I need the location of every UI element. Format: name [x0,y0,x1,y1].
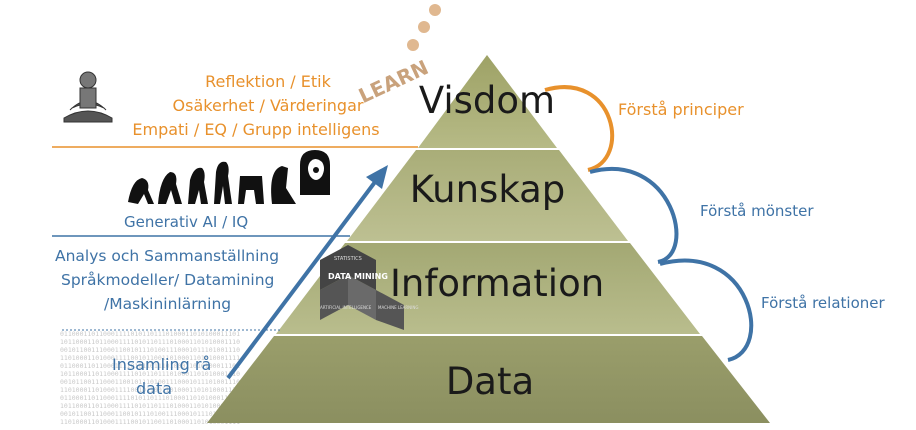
level-information: Information [390,262,605,305]
svg-text:011000110110001111010110111010: 0110001101100011110101101110100011010100… [60,362,240,370]
label-maskininlarning: /Maskininlärning [104,295,232,313]
svg-text:101100011011000111101011011101: 1011000110110001111010110111010001101010… [60,338,240,346]
label-insamling: Insamling rå [112,355,212,374]
label-forsta-monster: Förstå mönster [700,202,814,220]
tier-data [207,336,770,423]
arc-principer [544,85,615,172]
svg-text:001011001110001100101110100111: 0010110011100011001011101001110001011101… [60,346,240,354]
tier-visdom [418,55,557,148]
label-empati: Empati / EQ / Grupp intelligens [132,120,380,139]
binary-background: 0110001101100011110101101110100011010100… [60,330,240,426]
svg-text:001011001110001100101110100111: 0010110011100011001011101001110001011101… [60,410,240,418]
svg-text:011000110110001111010110111010: 0110001101100011110101101110100011010100… [60,394,240,402]
level-visdom: Visdom [418,79,556,122]
label-forsta-relationer: Förstå relationer [761,294,885,312]
buddha-icon [63,71,113,123]
label-reflektion: Reflektion / Etik [205,72,331,91]
data-mining-badge [320,245,404,330]
svg-text:110100011010001111001011001101: 1101000110100011110010110011010001101010… [60,418,240,426]
brain-head-icon [300,150,330,195]
badge-statistics: STATISTICS [334,256,362,262]
svg-text:011000110110001111010110111010: 0110001101100011110101101110100011010100… [60,330,240,338]
svg-text:110100011010001111001011001101: 1101000110100011110010110011010001101010… [60,354,240,362]
label-forsta-principer: Förstå principer [618,100,744,119]
badge-main: DATA MINING [328,272,388,281]
badge-ml: MACHINE LEARNING [378,305,419,310]
level-data: Data [445,360,535,403]
svg-text:110100011010001111001011001101: 1101000110100011110010110011010001101010… [60,386,240,394]
growth-arrow-head [366,165,388,189]
label-osakerhet: Osäkerhet / Värderingar [172,96,364,115]
label-generativ-ai: Generativ AI / IQ [124,213,249,231]
arc-monster [589,167,679,264]
badge-ai: ARTIFICIAL INTELLIGENCE [320,305,372,310]
evolution-icon [128,161,296,204]
svg-text:101100011011000111101011011101: 1011000110110001111010110111010001101010… [60,370,240,378]
level-kunskap: Kunskap [409,168,566,211]
svg-text:101100011011000111101011011101: 1011000110110001111010110111010001101010… [60,402,240,410]
svg-text:001011001110001100101110100111: 0010110011100011001011101001110001011101… [60,378,240,386]
arc-relationer [659,258,754,362]
tier-kunskap [347,150,628,241]
label-data-raw: data [136,379,173,398]
growth-arrow-shaft [226,176,380,380]
label-sprakmodeller: Språkmodeller/ Datamining [61,271,275,289]
label-analys: Analys och Sammanställning [55,247,280,265]
